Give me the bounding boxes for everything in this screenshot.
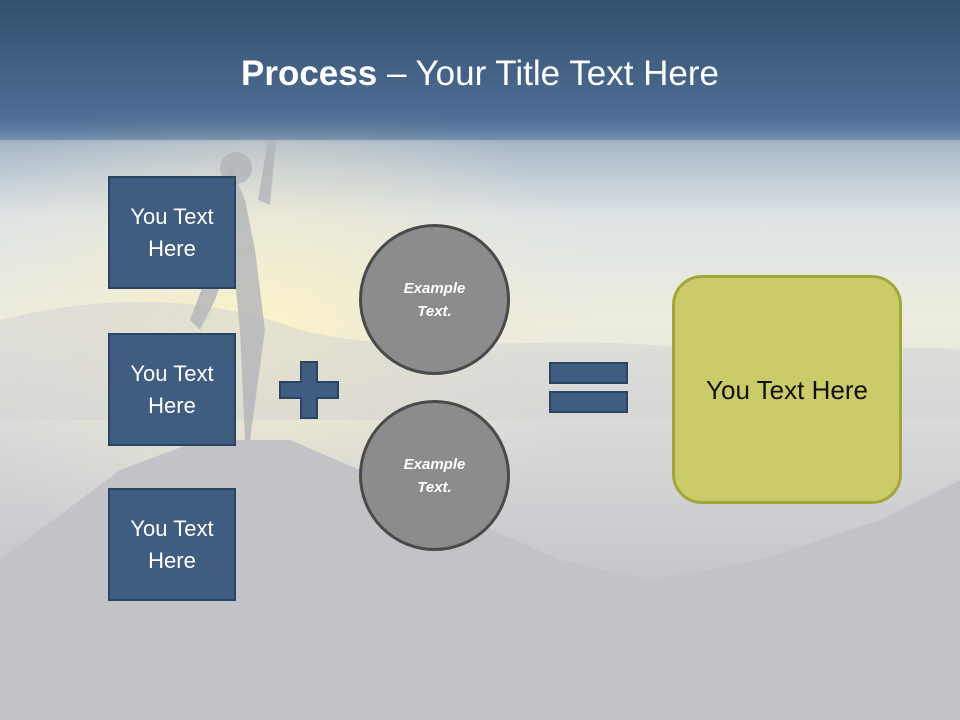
input-box-label: You Text Here xyxy=(130,203,214,261)
input-box-label: You Text Here xyxy=(130,515,214,573)
plus-icon xyxy=(279,361,339,419)
input-box-2: You Text Here xyxy=(108,333,236,446)
result-box: You Text Here xyxy=(672,275,902,504)
title-bold: Process xyxy=(241,54,378,93)
slide-title: Process – Your Title Text Here xyxy=(0,50,960,98)
circle-label: Example Text. xyxy=(403,455,466,496)
equals-icon xyxy=(549,362,628,413)
input-box-label: You Text Here xyxy=(130,360,214,418)
result-label: You Text Here xyxy=(706,374,868,405)
circle-label: Example Text. xyxy=(403,279,466,320)
title-rest: – Your Title Text Here xyxy=(377,54,719,93)
input-box-1: You Text Here xyxy=(108,176,236,289)
example-circle-1: Example Text. xyxy=(359,224,510,375)
input-box-3: You Text Here xyxy=(108,488,236,601)
example-circle-2: Example Text. xyxy=(359,400,510,551)
